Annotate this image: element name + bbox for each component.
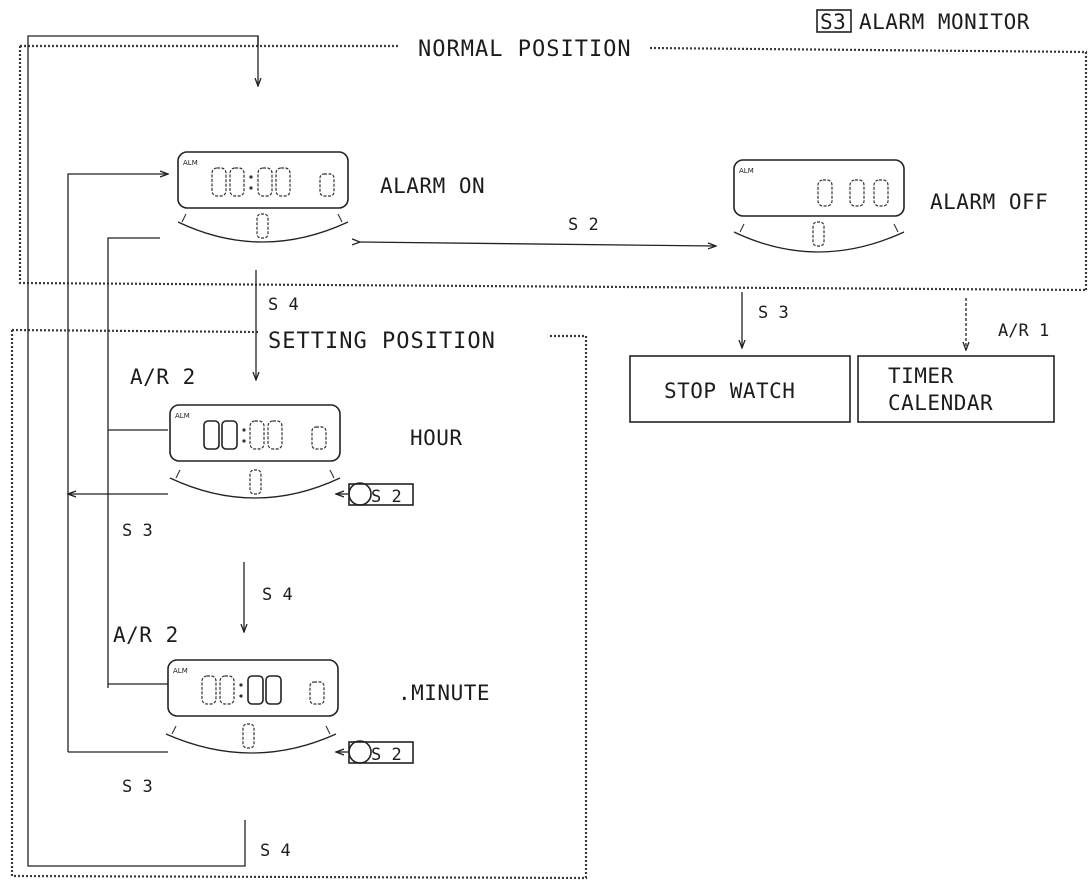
s3-hour-label: S 3 [122,521,153,541]
s4-minute-label: S 4 [260,841,291,861]
timer-label: TIMER [888,364,954,388]
lcd-digits-alarm-off [817,179,889,207]
ar1-label: A/R 1 [998,321,1049,341]
s4-hour-to-minute-label: S 4 [262,585,293,605]
s2-minute-crown-button: S 2 [336,740,414,765]
s3-to-stopwatch-label: S 3 [758,303,789,323]
minute-s4-return-loop [27,35,259,867]
lcd-frame [733,159,905,217]
monitor-key-box [816,9,852,33]
lcd-alm-tag: ALM [739,167,754,175]
lcd-digits-alarm-on [211,167,335,197]
monitor-key-label: S3 [820,10,846,34]
stop-watch-frame [629,355,851,423]
setting-position-region: SETTING POSITION [10,328,588,880]
bezel-ticks [181,213,343,223]
bezel-ticks [171,725,331,735]
normal-region-border [18,44,1088,292]
stop-watch-label: STOP WATCH [664,379,795,403]
timer-calendar-frame [857,355,1055,423]
normal-position-region: NORMAL POSITION [18,37,1088,292]
outer-loop-lines [27,35,259,867]
bezel-ticks [739,223,899,233]
state-alarm-on: ALARM ON [380,174,485,198]
lcd-alm-tag: ALM [173,667,188,675]
s2-hour-label: S 2 [371,487,402,507]
s2-hour-box [348,483,414,506]
s2-minute-label: S 2 [371,745,402,765]
state-hour: HOUR [410,426,463,450]
bezel-arc [165,733,337,754]
crown-icon [256,213,269,239]
crown-icon [242,723,255,749]
watch-minute: ALM [165,659,339,754]
lcd-alm-tag: ALM [175,412,190,420]
state-minute: .MINUTE [398,681,490,705]
lcd-frame [169,404,341,462]
crown-button-icon [348,740,372,764]
lcd-digits-hour [203,420,327,450]
calendar-label: CALENDAR [888,391,993,415]
lcd-frame [167,659,339,717]
watch-alarm-off: ALM [733,159,905,253]
lcd-digits-minute [201,675,325,705]
lcd-frame [177,151,349,209]
bezel-arc [169,477,341,499]
timer-calendar-box: TIMER CALENDAR [857,355,1055,423]
monitor-header: S3 ALARM MONITOR [816,9,1030,34]
ar2-hour-label: A/R 2 [130,365,196,389]
s2-toggle-label: S 2 [568,215,599,235]
s3-minute-label: S 3 [122,777,153,797]
stop-watch-box: STOP WATCH [629,355,851,423]
setting-position-label: SETTING POSITION [268,329,496,354]
crown-icon [249,469,262,495]
bezel-ticks [175,469,335,479]
monitor-title: ALARM MONITOR [859,10,1030,34]
normal-position-label: NORMAL POSITION [418,37,632,62]
s2-hour-crown-button: S 2 [336,482,414,507]
crown-button-icon [348,482,372,506]
state-alarm-off: ALARM OFF [930,190,1048,214]
lcd-alm-tag: ALM [183,159,198,167]
s4-to-setting-label: S 4 [268,295,299,315]
s2-minute-box [348,741,414,764]
bezel-arc [177,221,349,243]
s2-toggle-arrow [360,242,716,246]
watch-alarm-on: ALM [177,151,349,243]
ar2-return-loop [107,237,160,688]
ar2-minute-label: A/R 2 [113,623,179,647]
crown-icon [812,221,825,247]
watch-hour: ALM [169,404,341,499]
setting-region-border [10,328,588,880]
bezel-arc [733,231,905,253]
s3-return-loop [67,174,168,752]
